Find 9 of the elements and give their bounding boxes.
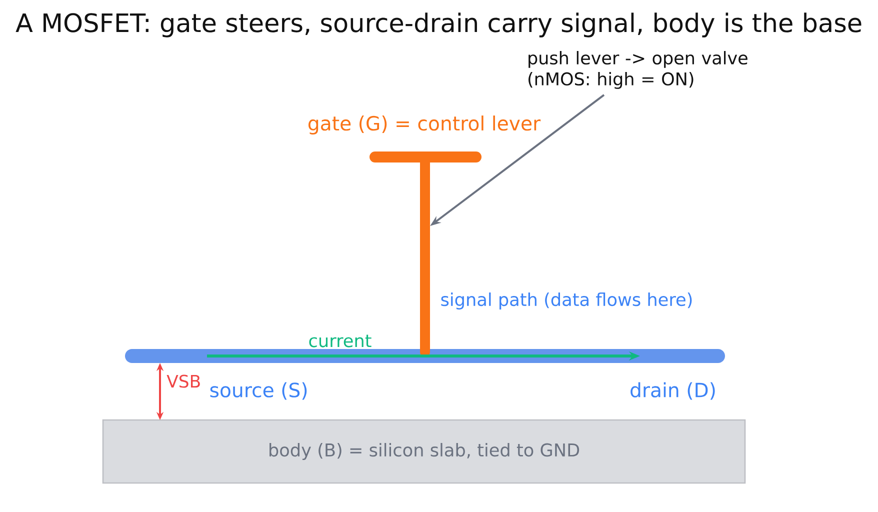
body-slab: body (B) = silicon slab, tied to GND [102, 419, 746, 484]
gate-label: gate (G) = control lever [308, 116, 541, 134]
path-label: signal path (data flows here) [441, 292, 692, 310]
edge-label: VSB [165, 373, 202, 390]
current-label: current [309, 334, 372, 348]
title: A MOSFET: gate steers, source-drain carry signal, body is the base [16, 12, 862, 38]
note-text: push lever -> open valve (nMOS: high = ON) [528, 51, 748, 89]
terminal-label: source (S) [210, 382, 307, 400]
terminal-label: drain (D) [630, 382, 715, 400]
